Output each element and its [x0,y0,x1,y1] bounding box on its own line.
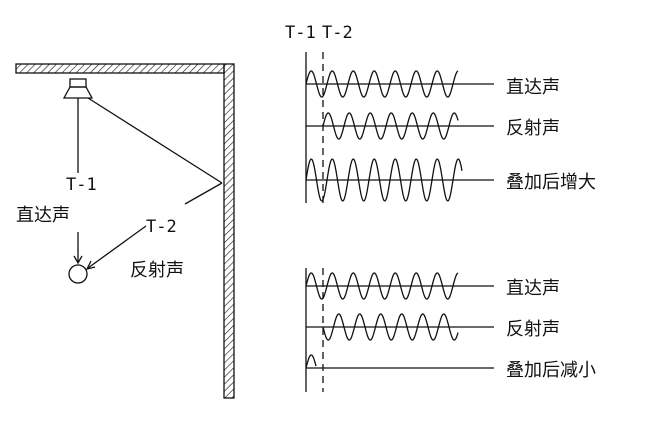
left-t2-label: T-2 [146,217,177,237]
time-axis-bottom [305,268,324,392]
top-sum-label: 叠加后增大 [506,172,596,193]
bottom-direct-sound-label: 直达声 [506,278,560,299]
wave-direct-bottom [305,272,459,300]
wall [223,63,235,399]
right-t1-label: T-1 [285,23,316,43]
bottom-sum-label: 叠加后减小 [506,360,596,381]
top-reflected-sound-label: 反射声 [506,118,560,139]
top-direct-sound-label: 直达声 [506,77,560,98]
left-direct-sound-label: 直达声 [16,205,70,226]
right-t2-label: T-2 [322,23,353,43]
wave-reflected-bottom [322,313,459,341]
wave-sum-bottom [305,354,317,369]
reflected-sound-path [85,97,223,270]
wave-sum-top [305,158,463,202]
bottom-reflected-sound-label: 反射声 [506,319,560,340]
left-reflected-sound-label: 反射声 [130,260,184,281]
left-t1-label: T-1 [66,175,97,195]
listener-icon [68,264,88,284]
wave-reflected-top [322,112,459,140]
ceiling [15,63,225,74]
room-section [15,63,235,399]
direct-sound-path [73,98,83,265]
speaker-icon [62,78,94,99]
wave-direct-top [305,70,459,98]
